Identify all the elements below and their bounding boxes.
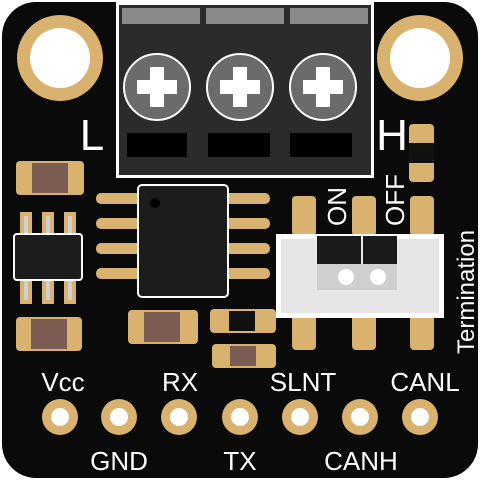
switch-label-termination: Termination	[453, 230, 480, 354]
screw-icon	[123, 53, 191, 121]
pin-label-slnt: SLNT	[270, 367, 337, 397]
solder-pad-icon[interactable]	[402, 399, 438, 435]
small-capacitor	[409, 124, 434, 182]
mounting-hole-left	[17, 15, 103, 101]
pin-label-tx: TX	[223, 446, 256, 476]
resistor-left-top	[16, 161, 84, 195]
solder-pad-icon[interactable]	[282, 399, 318, 435]
solder-pad-icon[interactable]	[222, 399, 258, 435]
solder-pad-icon[interactable]	[161, 399, 197, 435]
header-pins	[42, 399, 438, 435]
solder-pad-icon[interactable]	[101, 399, 137, 435]
mounting-hole-right	[377, 15, 463, 101]
terminal-label-right: H	[376, 111, 408, 160]
resistor-center	[128, 310, 198, 344]
termination-switch[interactable]	[276, 196, 444, 350]
solder-pad-icon[interactable]	[42, 399, 78, 435]
terminal-label-left: L	[80, 111, 104, 160]
pin-label-canl: CANL	[390, 367, 459, 397]
resistor-left-bottom	[16, 317, 82, 351]
small-capacitor	[210, 309, 276, 333]
screw-icon	[206, 53, 274, 121]
switch-label-off: OFF	[380, 174, 410, 226]
transistor-chip	[13, 212, 83, 304]
pin-label-rx: RX	[162, 367, 198, 397]
pin-label-gnd: GND	[90, 446, 148, 476]
small-resistor	[212, 344, 276, 368]
terminal-block	[116, 2, 374, 178]
screw-icon	[289, 53, 357, 121]
pin-label-canh: CANH	[324, 446, 398, 476]
switch-label-on: ON	[322, 187, 352, 226]
pin-label-vcc: Vcc	[41, 367, 84, 397]
can-transceiver-chip	[96, 184, 270, 298]
solder-pad-icon[interactable]	[342, 399, 378, 435]
